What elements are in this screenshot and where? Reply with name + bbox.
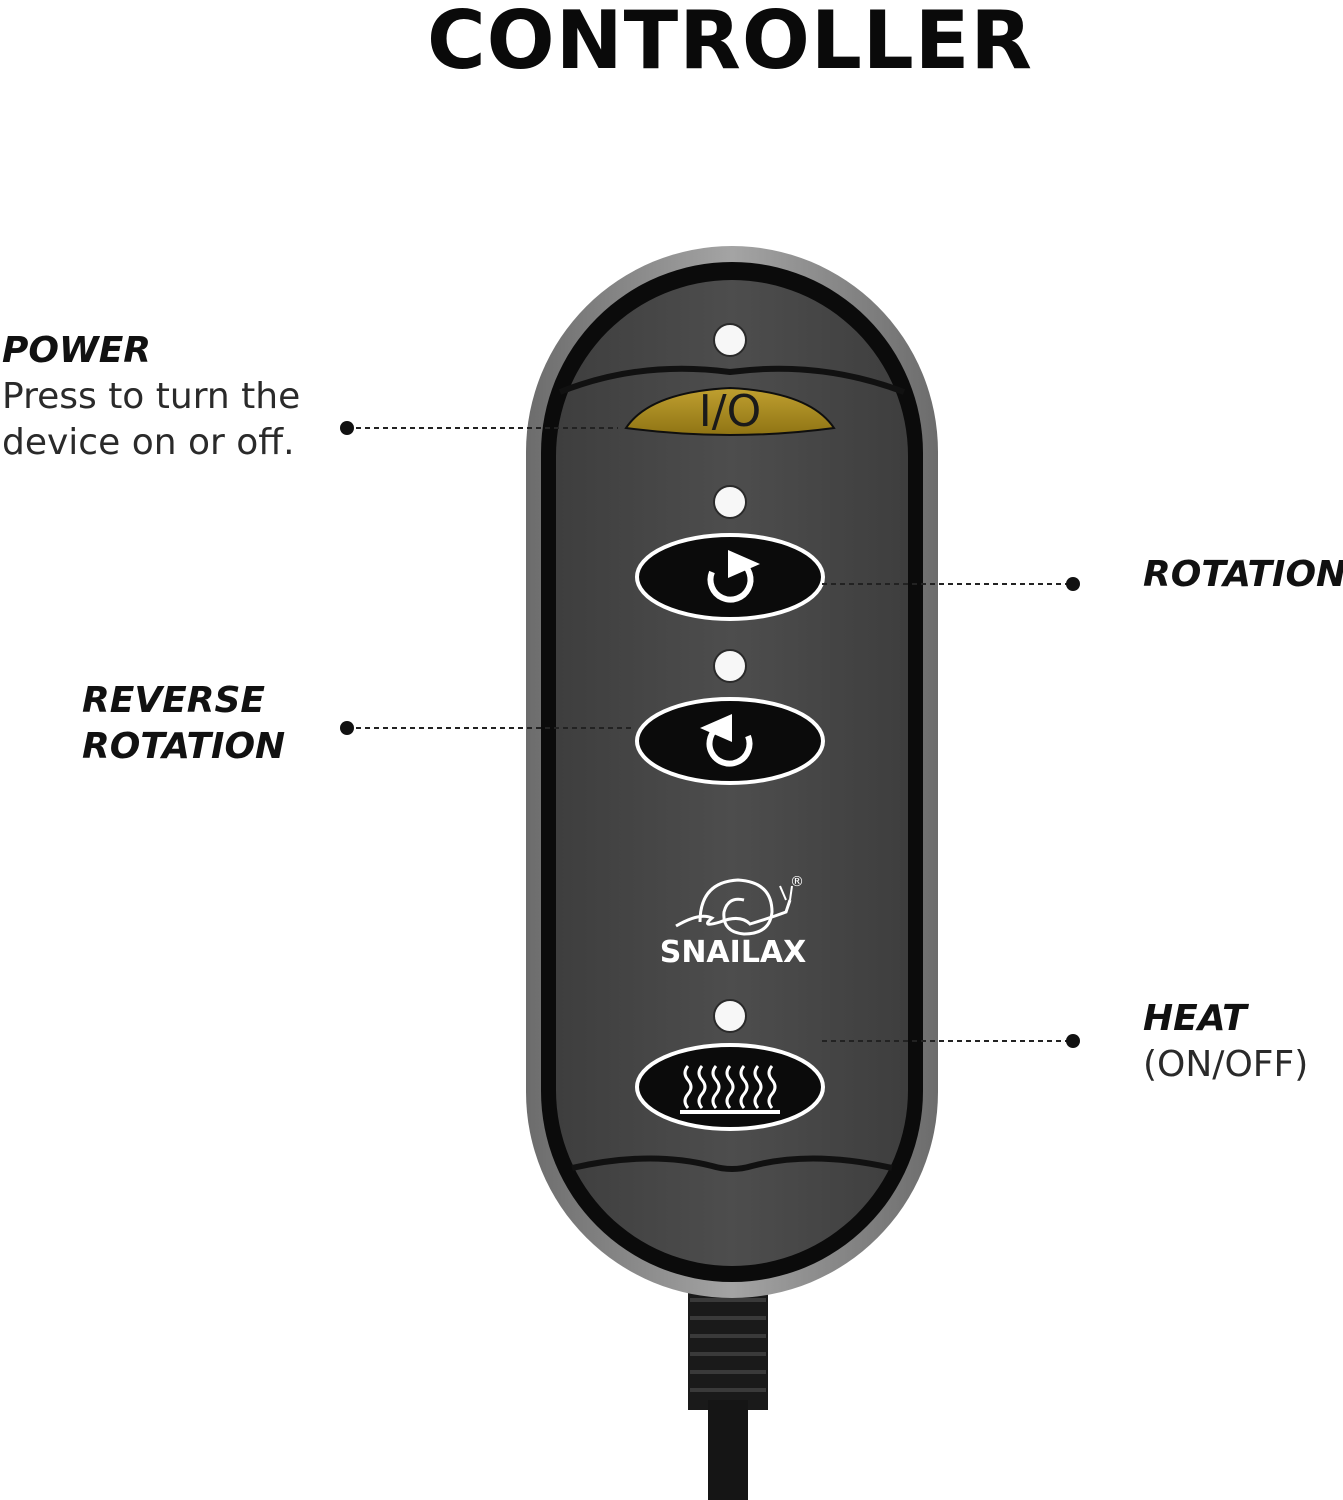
reverse-rotation-button[interactable] [635, 697, 825, 785]
power-heading: POWER [2, 330, 152, 371]
heat-icon [680, 1065, 780, 1114]
heat-button[interactable] [635, 1043, 825, 1131]
heat-heading: HEAT [1143, 998, 1247, 1039]
heat-leader-dot [1066, 1034, 1080, 1048]
reverse-heading-line1: REVERSE [82, 680, 266, 721]
brand-logo: ® SNAILAX [660, 874, 807, 970]
page-title: CONTROLLER [426, 0, 1034, 87]
bottom-curve [571, 1155, 893, 1172]
power-description-line2: device on or off. [2, 422, 295, 463]
top-curve [558, 365, 906, 395]
power-description-line1: Press to turn the [2, 376, 301, 417]
snail-shell-icon [698, 878, 774, 936]
leader-dots [340, 421, 1080, 1048]
rotation-heading: ROTATION [1143, 554, 1343, 595]
power-button[interactable]: I/O [624, 386, 836, 437]
heat-label: HEAT (ON/OFF) [1143, 996, 1308, 1088]
power-label: POWER Press to turn the device on or off… [2, 328, 300, 466]
power-indicator-led [713, 323, 747, 357]
rotation-label: ROTATION [1143, 552, 1343, 598]
rotation-indicator-led [713, 485, 747, 519]
registered-mark: ® [790, 874, 804, 890]
rotation-leader-dot [1066, 577, 1080, 591]
rotation-button[interactable] [635, 533, 825, 621]
brand-name: SNAILAX [660, 935, 807, 970]
power-leader-dot [340, 421, 354, 435]
cable-ribs [690, 1298, 766, 1392]
reverse-indicator-led [713, 649, 747, 683]
cable [688, 1270, 768, 1500]
power-symbol: I/O [699, 386, 761, 437]
heat-indicator-led [713, 999, 747, 1033]
reverse-rotation-icon [700, 714, 753, 767]
heat-subtitle: (ON/OFF) [1143, 1044, 1309, 1085]
snail-script-icon [675, 899, 792, 928]
rotation-icon [707, 550, 760, 603]
reverse-heading-line2: ROTATION [82, 726, 286, 767]
reverse-leader-dot [340, 721, 354, 735]
leader-lines [347, 427, 1073, 1042]
reverse-rotation-label: REVERSE ROTATION [82, 678, 285, 770]
